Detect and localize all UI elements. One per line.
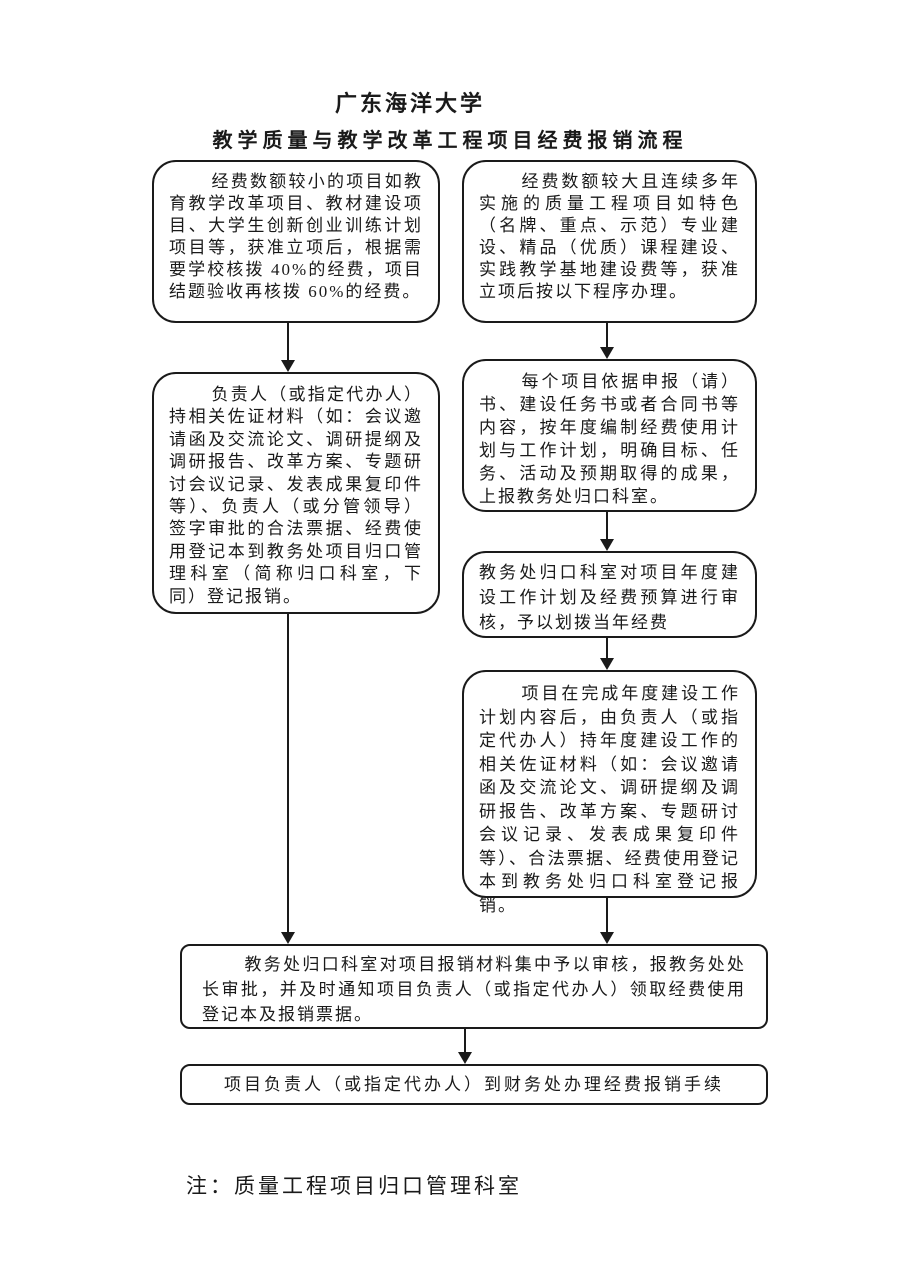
arrow-line [287,323,289,364]
flow-box-large-project-intro: 经费数额较大且连续多年实施的质量工程项目如特色（名牌、重点、示范）专业建设、精品… [462,160,757,323]
arrow-line [606,638,608,662]
arrow-head-icon [458,1052,472,1064]
arrow-head-icon [600,932,614,944]
arrow-line [606,512,608,543]
footnote: 注：质量工程项目归口管理科室 [186,1174,522,1198]
flow-box-annual-plan: 每个项目依据申报（请）书、建设任务书或者合同书等内容，按年度编制经费使用计划与工… [462,359,757,512]
arrow-line [606,898,608,936]
arrow-head-icon [600,539,614,551]
arrow-head-icon [281,932,295,944]
arrow-head-icon [600,347,614,359]
flow-box-small-project-reimburse: 负责人（或指定代办人）持相关佐证材料（如：会议邀请函及交流论文、调研提纲及调研报… [152,372,440,614]
flow-box-finance-process: 项目负责人（或指定代办人）到财务处办理经费报销手续 [180,1064,768,1105]
flow-box-small-project-intro: 经费数额较小的项目如教育教学改革项目、教材建设项目、大学生创新创业训练计划项目等… [152,160,440,323]
page-subtitle: 教学质量与教学改革工程项目经费报销流程 [212,130,688,152]
arrow-down-right3-to-right4 [600,638,614,670]
flow-box-central-review: 教务处归口科室对项目报销材料集中予以审核，报教务处处长审批，并及时通知项目负责人… [180,944,768,1029]
arrow-down-right1-to-right2 [600,323,614,359]
arrow-down-right4-to-review [600,898,614,944]
flow-box-plan-review: 教务处归口科室对项目年度建设工作计划及经费预算进行审核，予以划拨当年经费 [462,551,757,638]
arrow-down-left1-to-left2 [281,323,295,372]
arrow-head-icon [281,360,295,372]
arrow-down-right2-to-right3 [600,512,614,551]
flow-box-annual-reimburse: 项目在完成年度建设工作计划内容后，由负责人（或指定代办人）持年度建设工作的相关佐… [462,670,757,915]
arrow-down-review-to-finance [458,1029,472,1064]
arrow-line [606,323,608,351]
arrow-line [464,1029,466,1056]
arrow-head-icon [600,658,614,670]
page-title: 广东海洋大学 [334,91,485,116]
arrow-down-left2-to-review [281,614,295,944]
arrow-line [287,614,289,936]
